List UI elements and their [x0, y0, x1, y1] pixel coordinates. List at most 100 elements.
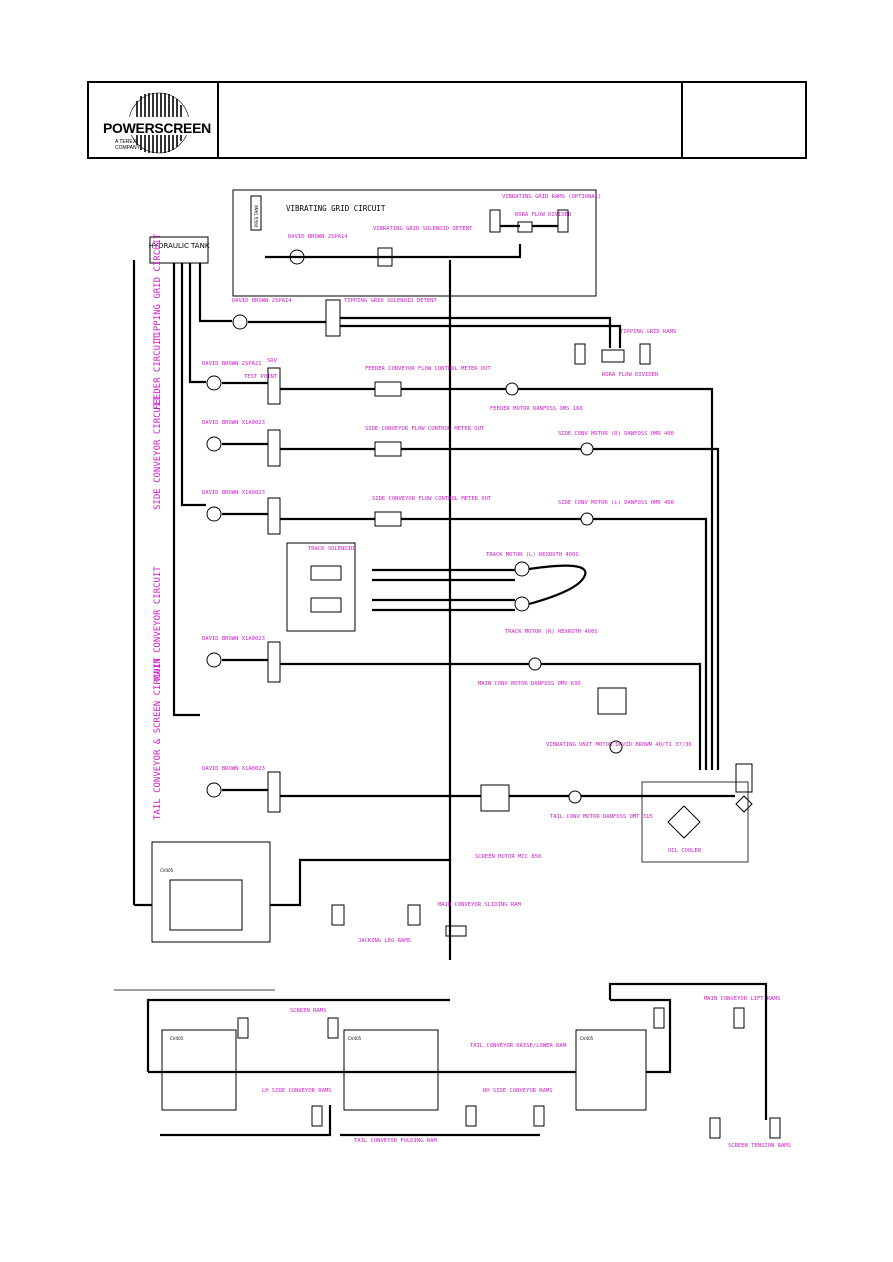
pressure-tank	[250, 195, 262, 231]
vg-pressure-line	[265, 244, 522, 259]
valve-bank-3-label: CV405	[348, 1036, 362, 1041]
tail-motor-label: TAIL CONV MOTOR DANFOSS OMT 315	[550, 814, 653, 820]
tg-lines	[248, 316, 622, 348]
logo-subtitle-1: A TEREX	[115, 139, 137, 145]
track-lines	[372, 564, 587, 612]
side-conveyor-side-label: SIDE CONVEYOR CIRCUIT	[153, 396, 163, 510]
track-motor-1-label: TRACK MOTOR (L) REXROTH 400S	[486, 552, 579, 558]
bottom-bank-lines	[146, 998, 672, 1074]
logo-cell: POWERSCREEN A TEREX COMPANY	[89, 83, 219, 157]
screen-tension-ram-1	[709, 1117, 721, 1139]
side-valve-2-label: SIDE CONVEYOR FLOW CONTROL METER OUT	[372, 496, 492, 502]
feeder-lines	[222, 381, 714, 770]
track-solenoid-2	[310, 597, 342, 613]
rh-side-ram-1	[465, 1105, 477, 1127]
jacking-leg-label: JACKING LEG RAMS	[358, 938, 411, 944]
vg-solenoid-label: VIBRATING GRID SOLENOID DETENT	[373, 226, 473, 232]
track-motor-2-label: TRACK MOTOR (R) REXROTH 400S	[505, 629, 598, 635]
vibrating-grid-title: VIBRATING GRID CIRCUIT	[286, 204, 386, 213]
suction-line-3	[188, 263, 206, 384]
side-motor-2-label: SIDE CONV MOTOR (L) DANFOSS OMR 400	[558, 500, 674, 506]
screen-motor-label: SCREEN MOTOR MCC 850	[475, 854, 541, 860]
tail-screen-side-label: TAIL CONVEYOR & SCREEN CIRCUIT	[153, 657, 163, 820]
feeder-side-label: FEEDER CIRCUIT	[153, 334, 163, 410]
screen-rams-label: SCREEN RAMS	[290, 1008, 326, 1014]
vib-motor-symbol	[609, 740, 623, 754]
rh-side-rams-label: RH SIDE CONVEYOR RAMS	[483, 1088, 553, 1094]
main-pump-label: DAVID BROWN X1A0023	[202, 636, 265, 642]
vg-flow-divider-label: RORA FLOW DIVIDER	[515, 212, 572, 218]
vib-motor-label: VIBRATING UNIT MOTOR DAVID BROWN 40/T1 3…	[546, 742, 692, 748]
side-srv-2	[267, 497, 281, 535]
valve-bank-1	[151, 841, 271, 943]
vg-ram-right	[557, 209, 569, 233]
main-slide-ram-label: MAIN CONVEYOR SLIDING RAM	[438, 902, 521, 908]
main-motor-symbol	[528, 657, 542, 671]
side-pump-2-symbol	[206, 506, 222, 522]
main-motor-label: MAIN CONV MOTOR DANFOSS OMV 630	[478, 681, 581, 687]
tg-solenoid-label: TIPPING GRID SOLENOID DETENT	[344, 298, 437, 304]
main-lift-ram-2	[733, 1007, 745, 1029]
tail-raise-ram-label: TAIL CONVEYOR RAISE/LOWER RAM	[470, 1043, 567, 1049]
return-manifold-block	[735, 763, 753, 793]
main-srv	[267, 641, 281, 683]
vib-unit-block	[597, 687, 627, 715]
valve-bank-1-spools	[169, 879, 243, 931]
oil-cooler-symbol	[667, 805, 701, 839]
pressure-tank-label: PRES TANK	[254, 205, 259, 227]
tail-pump-symbol	[206, 782, 222, 798]
main-lift-rams-label: MAIN CONVEYOR LIFT RAMS	[704, 996, 780, 1002]
title-cell	[217, 83, 683, 157]
bottom-return-lines	[160, 1105, 540, 1137]
bank-1-return	[270, 858, 450, 907]
suction-line-1	[172, 263, 200, 717]
vibrating-grid-circuit-box	[232, 189, 597, 297]
vg-flow-divider	[517, 221, 533, 233]
tail-folding-ram-label: TAIL CONVEYOR FOLDING RAM	[354, 1138, 437, 1144]
feeder-flow-control	[374, 381, 402, 397]
valve-bank-4-label: CV405	[580, 1036, 594, 1041]
tg-ram-left	[574, 343, 586, 365]
feeder-pump-symbol	[206, 375, 222, 391]
tail-motor-symbol	[568, 790, 582, 804]
vg-pump-label: DAVID BROWN 2SPA14	[288, 234, 348, 240]
track-solenoid-block	[286, 542, 356, 632]
tg-rams-label: TIPPING GRID RAMS	[620, 329, 676, 335]
hydraulic-tank	[149, 236, 209, 264]
track-motor-2-symbol	[514, 596, 530, 612]
suction-line-2	[180, 263, 206, 507]
tg-flow-divider	[601, 349, 625, 363]
oil-cooler-label: OIL COOLER	[668, 848, 702, 854]
lh-side-ram	[311, 1105, 323, 1127]
track-motor-1-symbol	[514, 561, 530, 577]
main-lift-ram-1	[653, 1007, 665, 1029]
main-slide-ram	[445, 925, 467, 937]
valve-bank-1-label: CV405	[160, 868, 174, 873]
srv-label-feeder: SRV	[267, 358, 278, 364]
side-1-lines	[222, 442, 720, 770]
jack-ram-2	[407, 904, 421, 926]
valve-bank-2-label: CV405	[170, 1036, 184, 1041]
title-block: POWERSCREEN A TEREX COMPANY	[87, 81, 807, 159]
screen-motor-block	[480, 784, 510, 812]
valve-bank-2	[161, 1029, 237, 1111]
tail-srv	[267, 771, 281, 813]
main-lift-lines	[608, 982, 768, 1120]
valve-bank-3	[343, 1029, 439, 1111]
track-solenoid-1	[310, 565, 342, 581]
main-pump-symbol	[206, 652, 222, 668]
tipping-grid-side-label: TIPPING GRID CIRCUIT	[153, 233, 163, 342]
side-srv-1	[267, 429, 281, 467]
side-motor-2-symbol	[580, 512, 594, 526]
suction-line-4	[198, 263, 232, 323]
side-valve-1-label: SIDE CONVEYOR FLOW CONTROL METER OUT	[365, 426, 485, 432]
tg-solenoid-valve	[325, 299, 341, 337]
side-pump-1-label: DAVID BROWN X1A0023	[202, 420, 265, 426]
feeder-valve-label: FEEDER CONVEYOR FLOW CONTROL METER OUT	[365, 366, 492, 372]
side-flow-control-2	[374, 511, 402, 527]
side-pump-1-symbol	[206, 436, 222, 452]
lh-side-rams-label: LH SIDE CONVEYOR RAMS	[262, 1088, 332, 1094]
tail-lines	[222, 788, 735, 798]
tg-pump-symbol	[232, 314, 248, 330]
